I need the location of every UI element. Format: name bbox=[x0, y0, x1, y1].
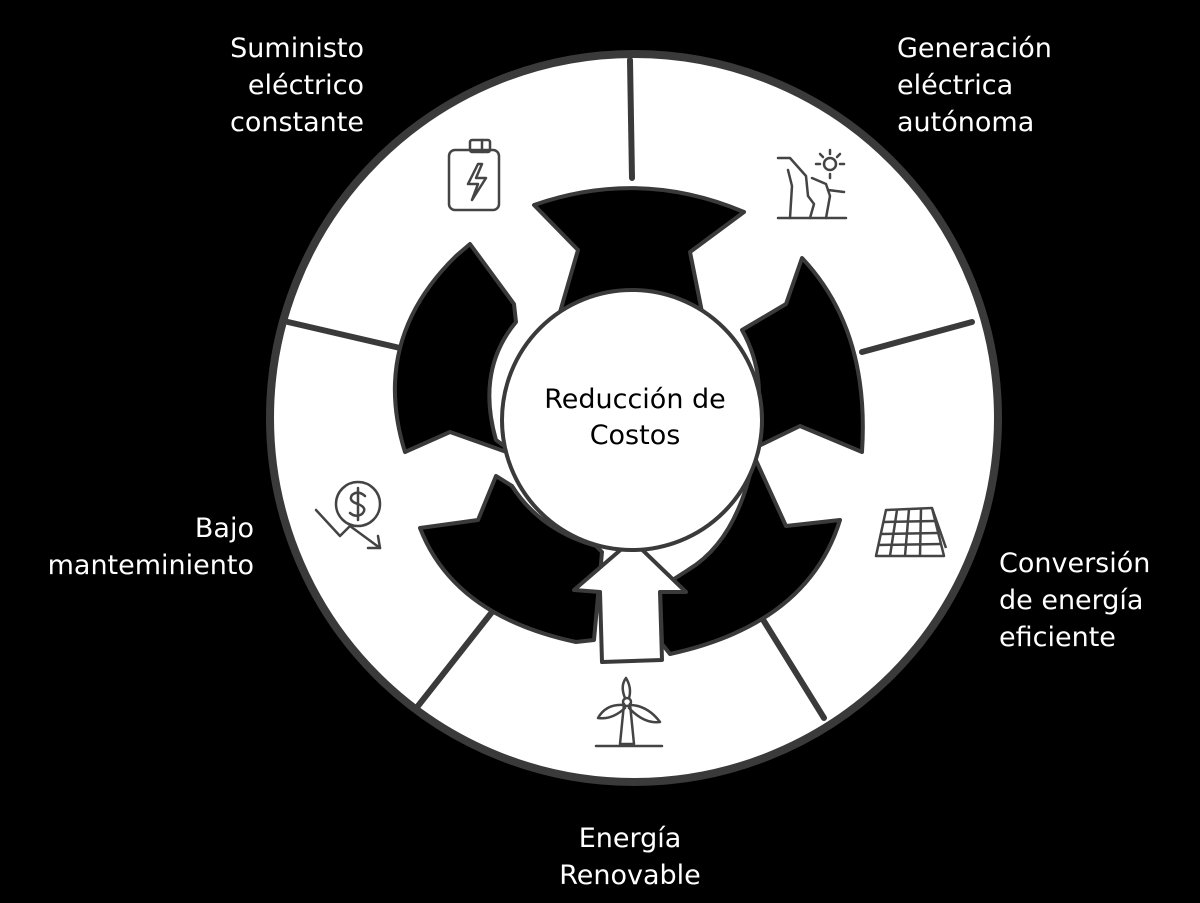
ring-dividers bbox=[285, 57, 975, 721]
arrow-right bbox=[740, 256, 865, 456]
label-generacion-line-2: eléctrica bbox=[897, 70, 1014, 101]
label-renovable-line-2: Renovable bbox=[559, 860, 701, 891]
label-conversion-line-2: de energía bbox=[999, 585, 1144, 616]
arrow-left bbox=[392, 242, 520, 458]
center-title: Reducción de Costos bbox=[500, 382, 770, 454]
center-title-line-2: Costos bbox=[589, 420, 681, 451]
battery-bolt-icon bbox=[447, 138, 501, 212]
label-renovable-line-1: Energía bbox=[578, 823, 682, 854]
label-suministro-line-2: eléctrico bbox=[247, 70, 364, 101]
label-generacion-line-1: Generación bbox=[897, 33, 1052, 64]
label-mantenimiento-line-2: manteminiento bbox=[47, 550, 254, 581]
label-suministro: Suministo eléctrico constante bbox=[230, 30, 364, 141]
label-conversion-line-3: eficiente bbox=[999, 622, 1116, 653]
solar-panel-icon bbox=[874, 506, 948, 558]
label-generacion: Generación eléctrica autónoma bbox=[897, 30, 1052, 141]
label-suministro-line-1: Suministo bbox=[230, 33, 364, 64]
label-renovable: Energía Renovable bbox=[530, 820, 730, 894]
wind-turbine-icon bbox=[594, 676, 664, 748]
label-conversion: Conversión de energía eficiente bbox=[999, 545, 1150, 656]
label-mantenimiento-line-1: Bajo bbox=[194, 513, 254, 544]
center-title-line-1: Reducción de bbox=[544, 384, 726, 415]
cycle-arrows bbox=[392, 186, 865, 656]
label-generacion-line-3: autónoma bbox=[897, 107, 1035, 138]
label-suministro-line-3: constante bbox=[230, 107, 364, 138]
center-circle bbox=[500, 288, 764, 552]
arrow-bottom-right bbox=[658, 454, 842, 656]
label-mantenimiento: Bajo manteminiento bbox=[48, 510, 254, 584]
arrow-bottom-left bbox=[418, 474, 604, 644]
label-conversion-line-1: Conversión bbox=[999, 548, 1151, 579]
hydro-dam-sun-icon bbox=[776, 148, 848, 220]
dollar-down-arrow-icon bbox=[314, 480, 382, 550]
